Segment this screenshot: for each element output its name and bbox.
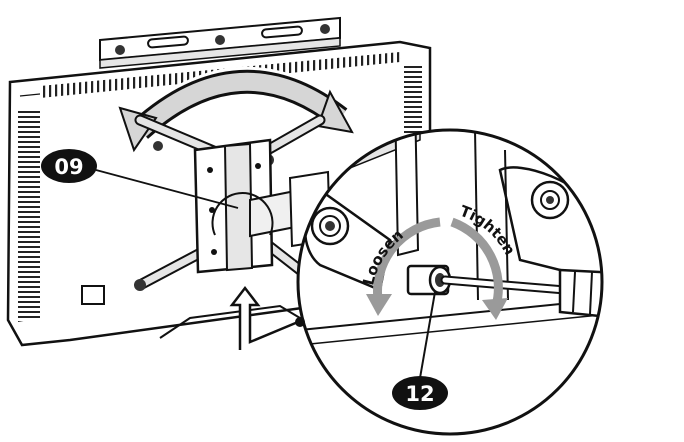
tighten-arrow [450,217,503,308]
zoom-circle-border [296,128,604,436]
port-slot [81,285,105,305]
screwdriver [440,268,602,322]
loosen-arrow [373,217,441,301]
svg-text:12: 12 [405,382,434,406]
zoom-origin-dot [295,317,305,327]
leader-line-12 [419,291,436,379]
leader-line-09 [95,169,239,209]
side-vent [18,108,40,322]
zoom-detail: Loosen Tighten [295,128,604,436]
wall-plate [99,16,341,69]
callout-12: 12 [392,376,448,410]
up-arrow [229,285,299,350]
rotation-arrow [118,66,355,153]
callout-09: 09 [41,149,97,183]
svg-text:09: 09 [54,155,83,179]
